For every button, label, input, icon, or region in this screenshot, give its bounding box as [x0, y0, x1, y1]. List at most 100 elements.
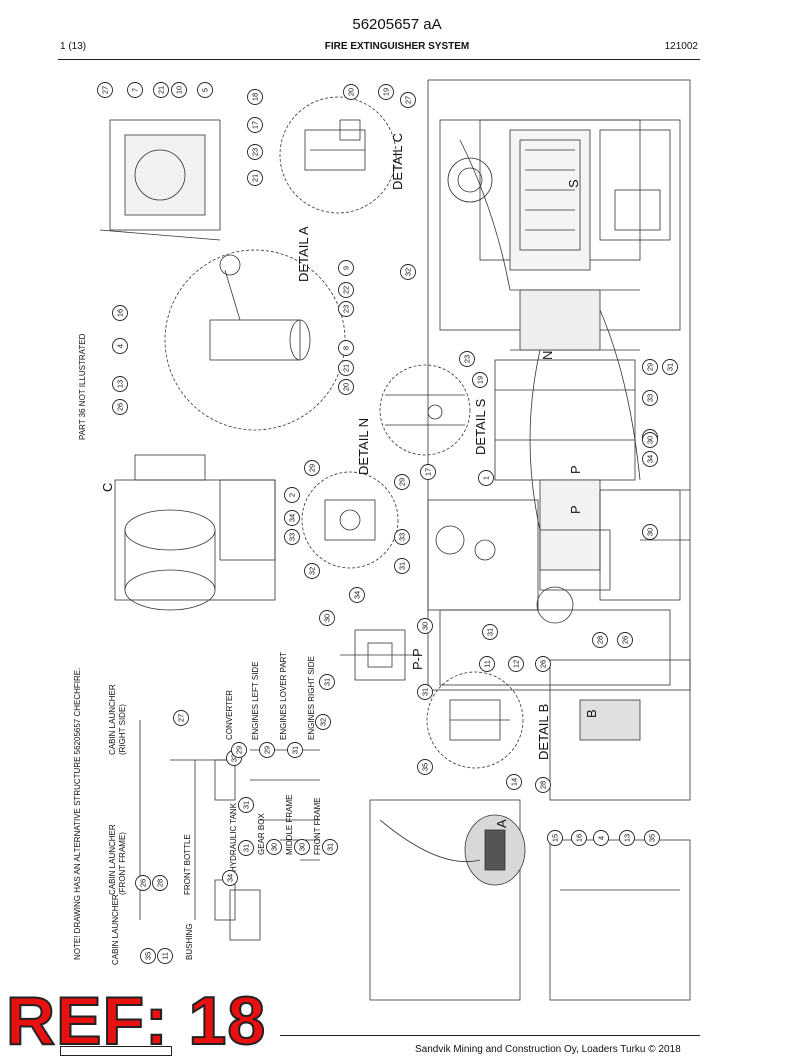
svg-text:10: 10	[175, 86, 184, 94]
title-detail-c: DETAIL C	[390, 133, 405, 190]
detail-s-view	[379, 364, 471, 456]
reference-stamp: REF: 18	[5, 982, 267, 1060]
svg-text:20: 20	[347, 88, 356, 96]
callout: 17	[247, 117, 263, 133]
callout: 33	[226, 750, 242, 766]
svg-text:18: 18	[251, 93, 260, 101]
mark-s: S	[566, 179, 581, 188]
callout: 4	[112, 338, 128, 354]
svg-text:26: 26	[539, 660, 548, 668]
svg-text:34: 34	[353, 591, 362, 599]
svg-text:15: 15	[551, 834, 560, 842]
callout: 33	[284, 529, 300, 545]
callout: 7	[127, 82, 143, 98]
footer-divider	[280, 1035, 700, 1036]
svg-text:2: 2	[288, 493, 297, 497]
detail-n-view	[301, 471, 399, 569]
svg-text:30: 30	[323, 614, 332, 622]
title-detail-b: DETAIL B	[536, 704, 551, 760]
callout: 31	[417, 684, 433, 700]
mark-p-upper: P	[568, 465, 583, 474]
callout: 22	[338, 282, 354, 298]
svg-text:23: 23	[251, 148, 260, 156]
callout: 31	[287, 742, 303, 758]
callout: 11	[157, 948, 173, 964]
callout: 31	[482, 624, 498, 640]
callout: 20	[343, 84, 359, 100]
callout: 13	[619, 830, 635, 846]
mark-n: N	[540, 351, 555, 360]
callout: 12	[508, 656, 524, 672]
callout: 34	[284, 510, 300, 526]
svg-text:4: 4	[116, 344, 125, 348]
svg-text:26: 26	[621, 636, 630, 644]
callout: 29	[394, 474, 410, 490]
callout: 34	[222, 870, 238, 886]
callout: 19	[378, 84, 394, 100]
callout: 28	[592, 632, 608, 648]
callout: 35	[140, 948, 156, 964]
label-engines-lower: ENGINES LOVER PART	[279, 652, 288, 740]
callouts: 27 7 21 10 5 18 17 23 21 20 19 27 16 4 1…	[97, 82, 678, 964]
callout: 16	[112, 305, 128, 321]
svg-text:17: 17	[424, 468, 433, 476]
detail-a-view	[164, 249, 346, 431]
document-number: 56205657 aA	[352, 16, 442, 33]
label-gear-box: GEAR BOX	[257, 813, 266, 855]
company-logo	[60, 1046, 172, 1056]
svg-text:31: 31	[242, 844, 251, 852]
svg-text:31: 31	[666, 363, 675, 371]
callout: 23	[338, 301, 354, 317]
callout: 30	[417, 618, 433, 634]
callout: 2	[284, 487, 300, 503]
svg-text:20: 20	[342, 383, 351, 391]
callout: 8	[338, 340, 354, 356]
label-bushing: BUSHING	[185, 924, 194, 960]
svg-text:19: 19	[382, 88, 391, 96]
svg-text:31: 31	[242, 801, 251, 809]
callout: 34	[642, 451, 658, 467]
svg-text:16: 16	[116, 309, 125, 317]
callout: 30	[642, 432, 658, 448]
note-alt-structure: NOTE! DRAWING HAS AN ALTERNATIVE STRUCTU…	[73, 668, 82, 960]
svg-text:23: 23	[463, 355, 472, 363]
revision-number: 121002	[664, 41, 698, 52]
detail-b-view	[426, 671, 524, 769]
callout: 29	[304, 460, 320, 476]
page-indicator: 1 (13)	[60, 41, 87, 52]
callout: 31	[662, 359, 678, 375]
svg-text:28: 28	[596, 636, 605, 644]
svg-text:13: 13	[623, 834, 632, 842]
callout: 13	[112, 376, 128, 392]
label-engines-left: ENGINES LEFT SIDE	[251, 661, 260, 740]
label-converter: CONVERTER	[225, 690, 234, 740]
svg-text:7: 7	[131, 88, 140, 92]
callout: 1	[478, 470, 494, 486]
mark-p-lower: P	[568, 505, 583, 514]
callout: 23	[247, 144, 263, 160]
callout: 16	[571, 830, 587, 846]
detail-a-photo	[369, 799, 526, 1001]
svg-text:32: 32	[319, 718, 328, 726]
svg-text:1: 1	[482, 476, 491, 480]
label-cabin-launcher-right-2: (RIGHT SIDE)	[118, 704, 127, 755]
callout: 30	[319, 610, 335, 626]
svg-text:30: 30	[270, 843, 279, 851]
svg-text:33: 33	[230, 754, 239, 762]
svg-text:4: 4	[597, 836, 606, 840]
callout: 31	[394, 558, 410, 574]
callout: 30	[294, 839, 310, 855]
callout: 5	[197, 82, 213, 98]
svg-text:11: 11	[161, 952, 170, 960]
callout: 29	[231, 742, 247, 758]
mark-b: B	[584, 709, 599, 718]
svg-text:26: 26	[139, 879, 148, 887]
label-cabin-launcher: CABIN LAUNCHER	[111, 894, 120, 965]
svg-text:13: 13	[116, 380, 125, 388]
machine-plan-view	[427, 79, 691, 691]
callout: 27	[173, 710, 189, 726]
callout: 26	[112, 399, 128, 415]
svg-text:29: 29	[308, 464, 317, 472]
mark-a: A	[494, 819, 509, 828]
callout: 32	[400, 264, 416, 280]
